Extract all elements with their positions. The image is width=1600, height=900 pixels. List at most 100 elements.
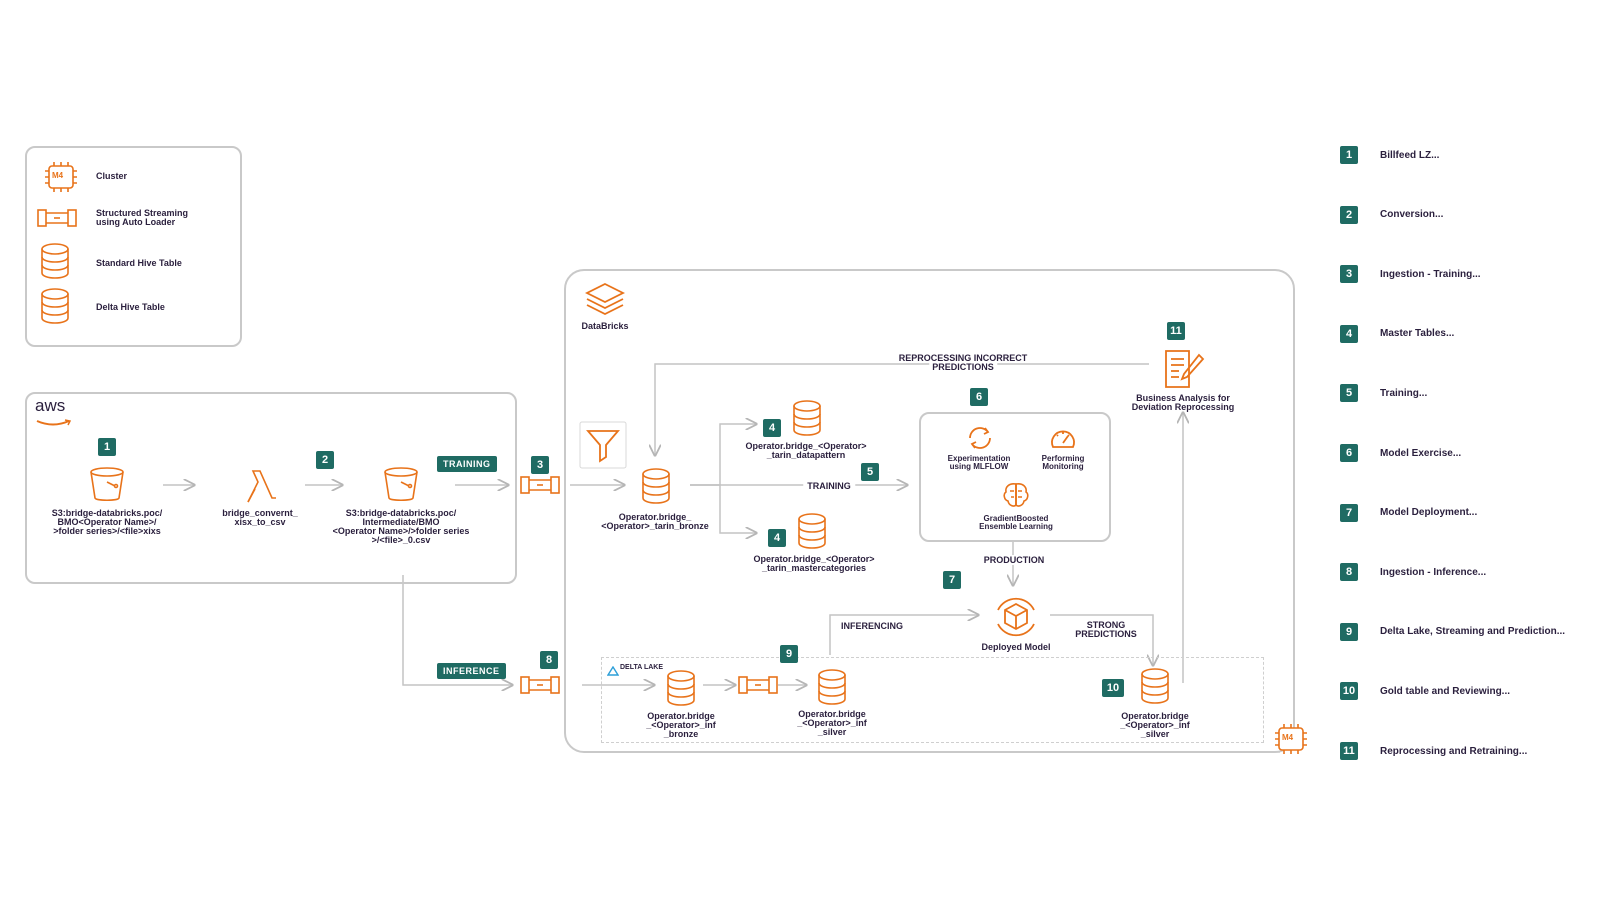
deployed-model-label: Deployed Model [981, 642, 1051, 652]
step-badge: 3 [1340, 265, 1358, 284]
step-badge: 9 [1340, 622, 1358, 641]
training-label: TRAINING [803, 481, 855, 491]
datapattern-line2: _tarin_datapattern [766, 450, 846, 460]
datapattern-table-icon [792, 400, 822, 441]
gradient-line1: GradientBoosted [983, 514, 1049, 523]
lambda-label-line1: bridge_convernt_ [222, 508, 298, 518]
badge-2: 2 [316, 451, 334, 469]
inf-silver-line1: Operator.bridge [798, 709, 866, 719]
badge-4b: 4 [768, 529, 786, 547]
step-row: 2 Conversion... [1340, 205, 1443, 225]
inference-pill: INFERENCE [437, 663, 506, 679]
bronze-label-line2: <Operator>_tarin_bronze [601, 521, 709, 531]
step-badge: 1 [1340, 146, 1358, 164]
gauge-icon [1049, 427, 1077, 456]
delta-hive-icon [40, 288, 70, 329]
inf-bronze-table-icon [666, 670, 696, 711]
experimentation-line2: using MLFLOW [949, 462, 1009, 471]
inf-silver-line3: _silver [817, 727, 847, 737]
streaming-icon [37, 207, 77, 234]
step-text: Reprocessing and Retraining... [1380, 745, 1528, 757]
step-badge: 6 [1340, 444, 1358, 462]
badge-5: 5 [861, 463, 879, 481]
s3-inter-line3: <Operator Name>/>folder series [332, 526, 470, 536]
refresh-icon [966, 425, 994, 456]
production-label: PRODUCTION [980, 555, 1048, 565]
badge-1: 1 [98, 438, 116, 456]
streaming-inference-icon [520, 674, 560, 701]
model-exercise-box [919, 412, 1111, 542]
s3-bucket-icon [89, 466, 125, 507]
badge-8: 8 [540, 651, 558, 669]
s3-inter-line2: Intermediate/BMO [362, 517, 440, 527]
step-text: Ingestion - Inference... [1380, 566, 1487, 578]
s3-source-line3: >folder series>/<file>xixs [53, 526, 161, 536]
brain-icon [1001, 481, 1031, 514]
cluster-chip-icon [44, 161, 78, 198]
lambda-label-line2: xisx_to_csv [234, 517, 286, 527]
streaming-training-icon [520, 474, 560, 501]
step-text: Model Exercise... [1380, 447, 1462, 459]
legend-standard-hive-label: Standard Hive Table [96, 258, 182, 268]
databricks-cluster-chip-icon [1274, 723, 1308, 760]
badge-7: 7 [943, 571, 961, 589]
databricks-cluster-chip-text: M4 [1282, 733, 1294, 742]
inf-bronze-line3: _bronze [663, 729, 699, 739]
aws-logo: aws [35, 396, 66, 415]
badge-9: 9 [780, 645, 798, 663]
delta-lake-icon [606, 663, 620, 681]
step-row: 6 Model Exercise... [1340, 443, 1461, 463]
s3-intermediate-icon [383, 466, 419, 507]
s3-inter-line4: >/<file>_0.csv [371, 535, 431, 545]
standard-hive-icon [40, 243, 70, 284]
business-line2: Deviation Reprocessing [1131, 402, 1235, 412]
step-text: Conversion... [1380, 209, 1444, 221]
step-badge: 4 [1340, 324, 1358, 343]
step-badge: 5 [1340, 384, 1358, 403]
inf-silver-line2: _<Operator>_inf [797, 718, 867, 728]
experimentation-line1: Experimentation [947, 454, 1011, 463]
inf-silver2-table-icon [1140, 668, 1170, 709]
step-row: 10 Gold table and Reviewing... [1340, 681, 1510, 701]
mastercategories-line1: Operator.bridge_<Operator> [753, 554, 875, 564]
performing-line2: Monitoring [1042, 462, 1084, 471]
step-text: Gold table and Reviewing... [1380, 685, 1511, 697]
bronze-label-line1: Operator.bridge_ [618, 512, 692, 522]
inf-silver2-line2: _<Operator>_inf [1120, 720, 1190, 730]
databricks-logo-icon [584, 282, 626, 323]
reprocessing-line1: REPROCESSING INCORRECT [895, 353, 1031, 363]
legend-streaming-line2: using Auto Loader [96, 217, 176, 227]
gradient-line2: Ensemble Learning [979, 522, 1053, 531]
step-badge: 2 [1340, 205, 1358, 224]
s3-source-line2: BMO<Operator Name>/ [57, 517, 157, 527]
lambda-icon [242, 468, 278, 509]
delta-lake-region [601, 657, 1264, 743]
cluster-chip-text: M4 [52, 171, 64, 180]
filter-icon [579, 421, 627, 474]
performing-line1: Performing [1041, 454, 1085, 463]
mastercategories-line2: _tarin_mastercategories [761, 563, 867, 573]
databricks-title: DataBricks [581, 321, 629, 331]
databricks-box [564, 269, 1295, 753]
badge-6: 6 [970, 388, 988, 406]
inf-silver2-line1: Operator.bridge [1121, 711, 1189, 721]
inf-silver-table-icon [817, 669, 847, 710]
datapattern-line1: Operator.bridge_<Operator> [745, 441, 867, 451]
bronze-table-icon [641, 468, 671, 509]
mastercategories-table-icon [797, 513, 827, 554]
s3-inter-line1: S3:bridge-databricks.poc/ [345, 508, 457, 518]
aws-box [25, 392, 517, 584]
badge-4a: 4 [763, 419, 781, 437]
step-badge: 7 [1340, 503, 1358, 522]
step-text: Billfeed LZ... [1380, 149, 1440, 161]
business-line1: Business Analysis for [1136, 393, 1230, 403]
inf-bronze-line1: Operator.bridge [647, 711, 715, 721]
step-badge: 10 [1340, 682, 1358, 701]
step-badge: 8 [1340, 563, 1358, 582]
reprocessing-line2: PREDICTIONS [929, 362, 997, 372]
